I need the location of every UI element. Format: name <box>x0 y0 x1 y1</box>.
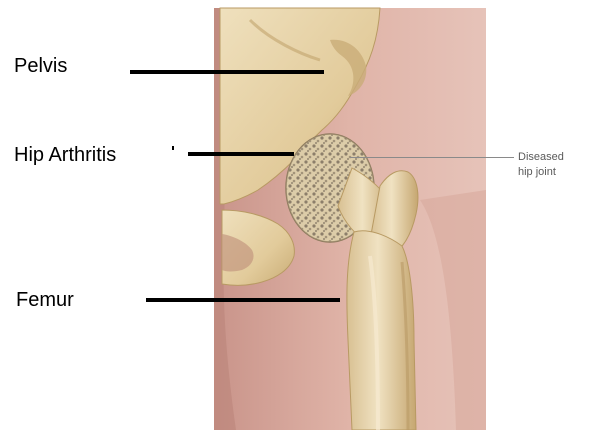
femur-pointer-line <box>146 298 340 302</box>
femur-bone <box>338 168 418 430</box>
hip-arthritis-pointer-line <box>188 152 294 156</box>
pelvis-label: Pelvis <box>14 56 67 76</box>
hip-arthritis-label: Hip Arthritis <box>14 145 116 165</box>
diseased-hip-joint-caption: Diseased hip joint <box>518 150 564 180</box>
caption-line-2: hip joint <box>518 165 564 180</box>
femur-label: Femur <box>16 290 74 310</box>
diseased-joint-callout-line <box>350 157 514 158</box>
caption-line-1: Diseased <box>518 150 564 165</box>
tick-mark <box>172 146 174 150</box>
pelvis-pointer-line <box>130 70 324 74</box>
